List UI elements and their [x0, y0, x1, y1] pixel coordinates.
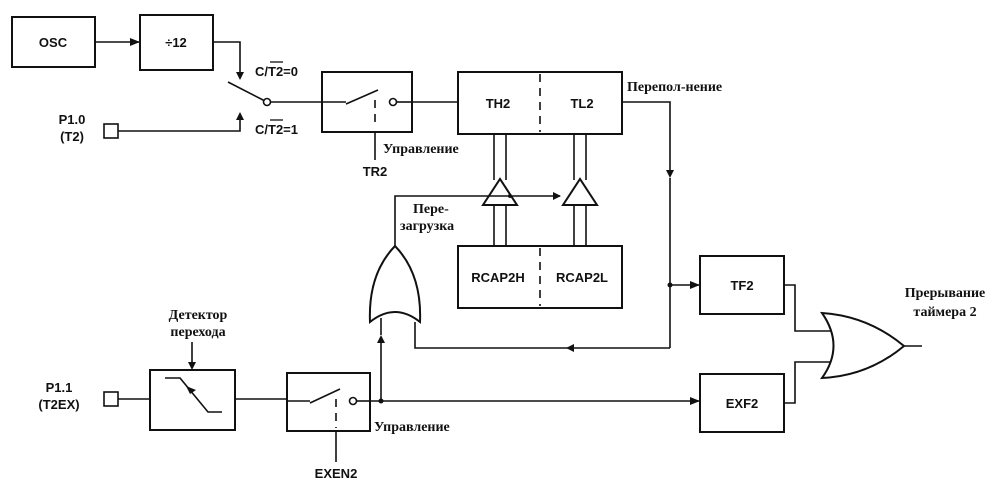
t2ex-pin-label: (T2EX) — [38, 397, 79, 412]
reload-control-dot — [508, 194, 512, 198]
overflow-return-arrowhead — [566, 344, 574, 352]
detector-label-1: Детектор — [169, 308, 228, 323]
rcap2l-label: RCAP2L — [556, 270, 608, 285]
p11-label: P1.1 — [46, 380, 73, 395]
exen2-label: EXEN2 — [315, 466, 358, 481]
exen2-switch-blade — [309, 388, 341, 404]
osc-label: OSC — [39, 35, 68, 50]
exf2-to-or-wire — [784, 361, 832, 404]
interrupt-or-gate — [819, 311, 906, 380]
transition-detector-symbol — [165, 377, 222, 413]
upravlenie-bottom-label: Управление — [374, 420, 450, 435]
exf2-block — [699, 373, 785, 433]
th2-label: TH2 — [486, 96, 511, 111]
transition-detector-block — [149, 369, 236, 431]
rcap2h-label: RCAP2H — [471, 270, 524, 285]
tr2-label: TR2 — [363, 164, 388, 179]
reload-label-2: загрузка — [400, 219, 454, 234]
tr2-switch-contact — [388, 97, 398, 107]
interrupt-label-1: Прерывание — [905, 286, 986, 301]
ct2-switch-blade — [227, 81, 266, 102]
detector-label-2: перехода — [170, 325, 225, 340]
tr2-switch-blade — [345, 89, 379, 105]
reload-or-gate — [368, 244, 422, 325]
exen2-switch-contact — [348, 396, 358, 406]
t2-pin-label: (T2) — [60, 129, 84, 144]
exen2-to-or-arrowhead — [377, 335, 385, 343]
reload-control-arrowhead — [553, 192, 561, 200]
tf2-label: TF2 — [730, 278, 753, 293]
overflow-wire — [622, 101, 671, 175]
transition-detector-arrow — [186, 386, 196, 394]
divider-12-label: ÷12 — [165, 35, 187, 50]
p11-pin-square — [103, 391, 119, 407]
p10-pin-square — [103, 123, 119, 139]
divider-12-block — [139, 14, 214, 71]
ct2-switch-pivot — [262, 97, 272, 107]
overflow-arrowhead — [666, 170, 674, 178]
upravlenie-top-label: Управление — [383, 142, 459, 157]
tf2-to-or-wire — [784, 284, 832, 332]
osc-block — [11, 16, 96, 68]
tf2-block — [699, 255, 785, 315]
exf2-label: EXF2 — [726, 396, 759, 411]
ct2-0-label: C/T2=0 — [255, 64, 298, 79]
interrupt-label-2: таймера 2 — [913, 305, 976, 320]
overflow-to-or-wire — [414, 322, 670, 349]
reload-control-wire — [394, 195, 560, 248]
reload-label-1: Пере- — [413, 202, 449, 217]
tl2-label: TL2 — [570, 96, 593, 111]
ct2-1-label: C/T2=1 — [255, 122, 298, 137]
tl2-reload-buffer — [561, 177, 599, 206]
overflow-label: Перепол-нение — [627, 80, 722, 95]
switch-bottom-arrowhead — [236, 112, 244, 120]
p10-to-switch-wire — [118, 116, 241, 132]
th2-reload-buffer — [481, 177, 519, 206]
divider-to-switch-wire — [213, 41, 241, 76]
p10-label: P1.0 — [59, 112, 86, 127]
detector-pointer-arrowhead — [188, 362, 196, 370]
exen2-control-block — [286, 372, 371, 432]
switch-top-arrowhead — [236, 72, 244, 80]
